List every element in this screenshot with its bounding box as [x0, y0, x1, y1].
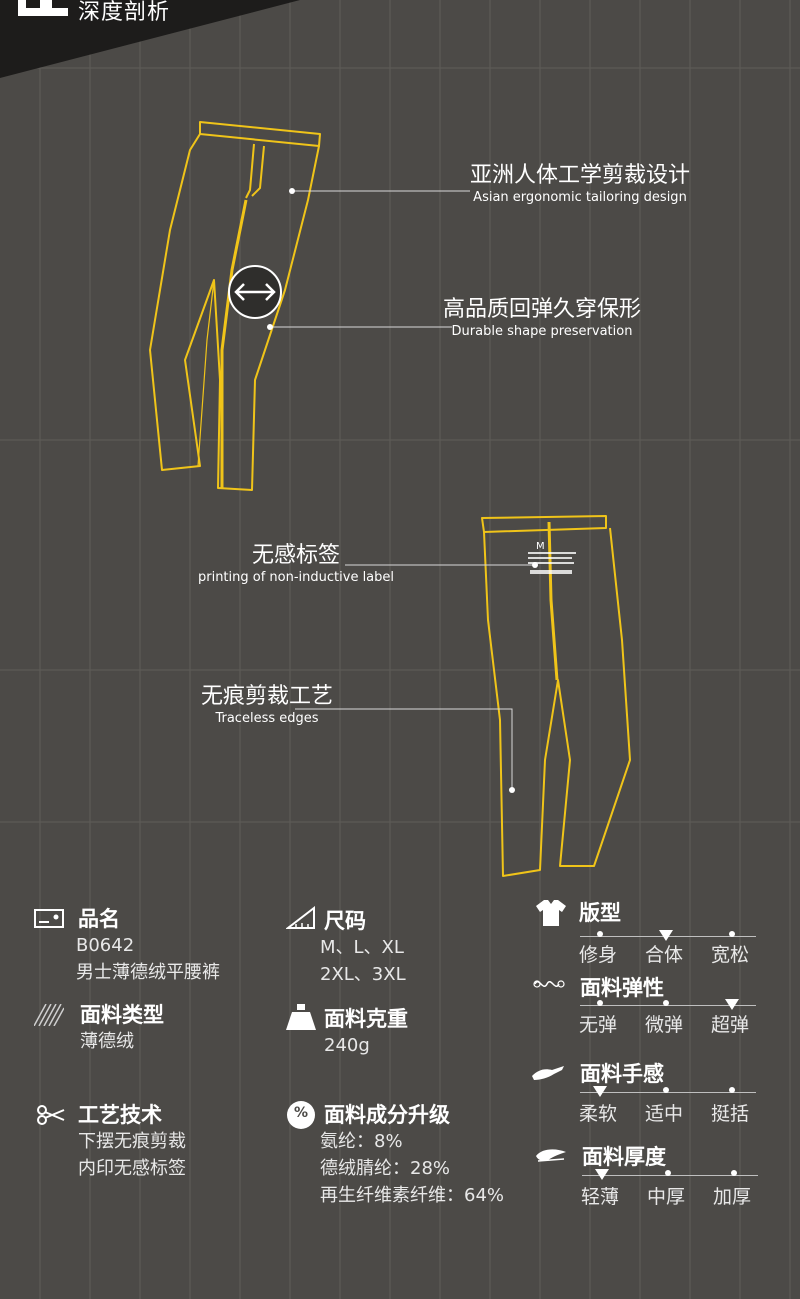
callout-ergonomic: 亚洲人体工学剪裁设计 Asian ergonomic tailoring des… [460, 162, 700, 206]
scissors-icon [37, 1105, 65, 1125]
spec-fabric-type: 面料类型 薄德绒 [80, 1002, 164, 1055]
scale-selected-marker [593, 1086, 607, 1097]
scale-option-label: 合体 [645, 944, 684, 966]
name-tag-icon [34, 909, 64, 928]
spec-composition-line: 德绒腈纶：28% [320, 1158, 451, 1179]
scale-dot [731, 1170, 737, 1176]
scale-option-label: 加厚 [713, 1186, 752, 1208]
scale-track [582, 1175, 758, 1176]
callout-label-en: printing of non-inductive label [197, 570, 395, 585]
stretch-arrow-icon [228, 265, 282, 319]
scale-dot [729, 931, 735, 937]
scale-track [580, 1092, 756, 1093]
scale-option-label: 微弹 [645, 1014, 684, 1036]
scale-dot [663, 1000, 669, 1006]
scale-dot [665, 1170, 671, 1176]
scale-option-label: 无弹 [579, 1014, 618, 1036]
scale-option-label: 柔软 [579, 1103, 618, 1125]
scale-selected-marker [659, 930, 673, 941]
label-print-icon [528, 552, 576, 574]
percent-icon-text: % [293, 1105, 309, 1121]
label-size: M [536, 541, 545, 552]
spec-size: 尺码 M、L、XL 2XL、3XL [320, 908, 406, 988]
scale-dot [597, 931, 603, 937]
spec-name-line: B0642 [76, 935, 135, 956]
percent-icon [287, 1101, 315, 1129]
spec-fabric-type-line: 薄德绒 [80, 1031, 134, 1052]
pants-illustrations [149, 121, 631, 877]
spec-craft-line: 内印无感标签 [78, 1158, 186, 1179]
spec-size-line: 2XL、3XL [320, 964, 406, 985]
scale-dot [597, 1000, 603, 1006]
header-logo-icon [18, 0, 68, 16]
weight-icon [286, 1004, 316, 1030]
callout-shape: 高品质回弹久穿保形 Durable shape preservation [430, 296, 654, 340]
ruler-triangle-icon [286, 906, 315, 929]
callout-label-cn: 无感标签 [251, 543, 340, 568]
spec-name-title: 品名 [78, 907, 120, 931]
scale-option-label: 挺括 [711, 1103, 750, 1125]
scale-dot [663, 1087, 669, 1093]
callout-edges: 无痕剪裁工艺 Traceless edges [192, 683, 342, 727]
spec-weight: 面料克重 240g [324, 1006, 408, 1059]
scale-thickness-title: 面料厚度 [582, 1145, 666, 1169]
scale-option-label: 轻薄 [581, 1186, 620, 1208]
header-title: 深度剖析 [78, 0, 171, 25]
pants-side-view [149, 121, 321, 491]
scale-selected-marker [595, 1169, 609, 1180]
callout-shape-en: Durable shape preservation [451, 324, 633, 339]
spec-composition-line: 氨纶：8% [320, 1131, 403, 1152]
hatch-icon [34, 1004, 64, 1026]
callout-edges-cn: 无痕剪裁工艺 [200, 684, 333, 709]
spec-weight-line: 240g [324, 1035, 370, 1056]
thickness-icon [536, 1149, 566, 1162]
callout-ergonomic-cn: 亚洲人体工学剪裁设计 [469, 163, 690, 188]
scale-option-label: 超弹 [711, 1014, 750, 1036]
callout-ergonomic-en: Asian ergonomic tailoring design [473, 190, 687, 205]
pants-back-view [481, 515, 631, 877]
scale-fit-title: 版型 [579, 901, 621, 925]
spec-craft-title: 工艺技术 [78, 1103, 162, 1127]
callout-shape-cn: 高品质回弹久穿保形 [442, 297, 641, 322]
scale-option-label: 修身 [579, 944, 618, 966]
scale-option-label: 宽松 [711, 944, 750, 966]
spec-fabric-type-title: 面料类型 [80, 1003, 164, 1027]
stretch-icon [533, 980, 565, 988]
spec-weight-title: 面料克重 [324, 1007, 408, 1031]
callout-edges-en: Traceless edges [215, 711, 319, 726]
scale-track [580, 1005, 756, 1006]
spec-name-line: 男士薄德绒平腰裤 [76, 962, 220, 983]
scale-dot [729, 1087, 735, 1093]
spec-size-line: M、L、XL [320, 937, 404, 958]
scale-handfeel-title: 面料手感 [580, 1062, 664, 1086]
spec-name: 品名 B0642 男士薄德绒平腰裤 [76, 906, 220, 986]
spec-composition-title: 面料成分升级 [324, 1103, 450, 1127]
hand-icon [532, 1066, 564, 1080]
spec-craft-line: 下摆无痕剪裁 [78, 1131, 186, 1152]
spec-composition-line: 再生纤维素纤维：64% [320, 1185, 505, 1206]
scale-elasticity-title: 面料弹性 [580, 976, 664, 1000]
tshirt-icon [536, 900, 566, 926]
spec-size-title: 尺码 [324, 909, 366, 933]
scale-selected-marker [725, 999, 739, 1010]
callout-label: 无感标签 printing of non-inductive label [196, 542, 396, 586]
spec-craft: 工艺技术 下摆无痕剪裁 内印无感标签 [78, 1102, 186, 1182]
scale-option-label: 适中 [645, 1103, 684, 1125]
spec-composition: 面料成分升级 氨纶：8% 德绒腈纶：28% 再生纤维素纤维：64% [320, 1102, 504, 1209]
header-band [0, 0, 300, 78]
scale-option-label: 中厚 [647, 1186, 686, 1208]
